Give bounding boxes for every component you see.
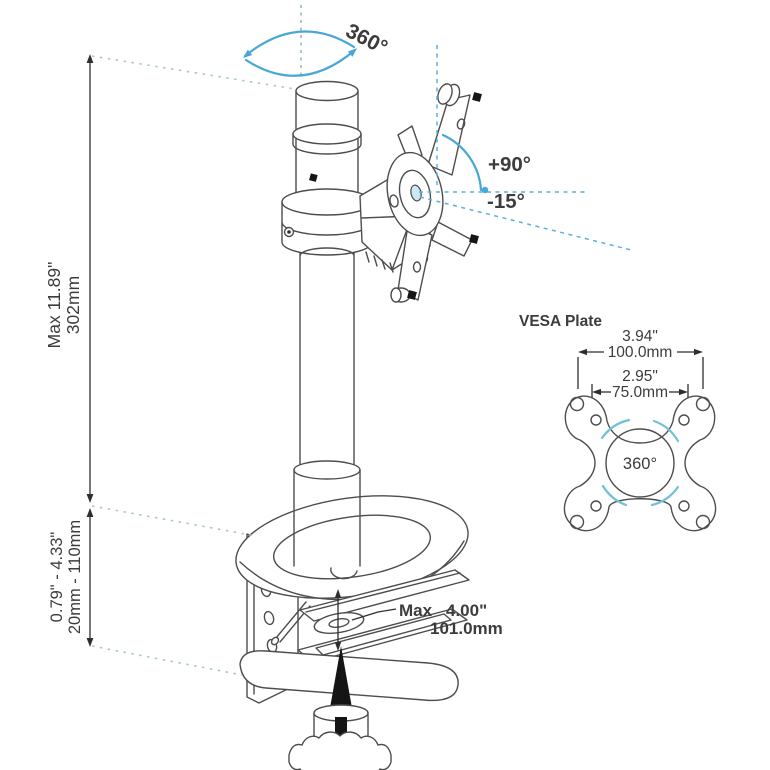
vesa-rotation-label: 360° — [623, 455, 657, 473]
clamp-depth-inches: 4.00" — [446, 601, 487, 620]
bracket-arm-lower-right — [431, 221, 473, 257]
vesa-outer-inches: 3.94" — [622, 328, 658, 345]
star-knob — [288, 731, 392, 770]
clamp-depth-mm: 101.0mm — [430, 619, 503, 638]
pole-rotation-arrows-icon — [243, 30, 357, 77]
vesa-outer-mm: 100.0mm — [608, 344, 673, 361]
vesa-outer-dimension: 3.94" 100.0mm — [577, 328, 704, 389]
vesa-rotation-arcs-icon — [600, 418, 680, 507]
pole — [281, 80, 373, 580]
pole-top-cap — [295, 80, 359, 102]
tilt-arc-icon — [441, 133, 489, 194]
vesa-center-circle — [605, 428, 675, 498]
bracket-arm-upper-right — [427, 94, 471, 176]
tilt-down-label: -15° — [487, 190, 525, 213]
tilt-minus15-dash — [419, 196, 632, 251]
tilt-up-label: +90° — [488, 153, 531, 176]
vesa-inner-inches: 2.95" — [622, 368, 658, 385]
clamp-knob — [288, 704, 392, 770]
ring-notch — [330, 567, 358, 580]
clamp-depth-max: Max — [399, 601, 433, 620]
desk-thickness-mm: 20mm - 110mm — [66, 520, 84, 634]
vesa-plate-title: VESA Plate — [519, 313, 602, 330]
height-label-mm: 302mm — [63, 276, 83, 334]
vesa-inner-mm: 75.0mm — [612, 384, 668, 401]
height-label-inches: Max 11.89" — [44, 262, 64, 349]
pole-collar — [281, 188, 373, 256]
bracket-hub — [386, 151, 444, 237]
vesa-plate-detail: VESA Plate 3.94" 100.0mm 2.95" 75.0mm — [519, 313, 717, 532]
leader-line — [351, 608, 397, 621]
clamp-depth-dimension: Max 4.00" 101.0mm — [334, 589, 503, 651]
guide-lines — [91, 5, 632, 676]
desk-thickness-dimension: 0.79" - 4.33" 20mm - 110mm — [48, 508, 94, 647]
vesa-plate-shape — [563, 395, 717, 532]
height-dimension: Max 11.89" 302mm — [44, 54, 94, 503]
vesa-bracket — [386, 83, 482, 303]
desk-thickness-inches: 0.79" - 4.33" — [48, 532, 66, 623]
vesa-inner-dimension: 2.95" 75.0mm — [591, 368, 689, 406]
ribbed-adjuster — [365, 251, 394, 273]
clamp-bottom-pad — [239, 650, 459, 702]
